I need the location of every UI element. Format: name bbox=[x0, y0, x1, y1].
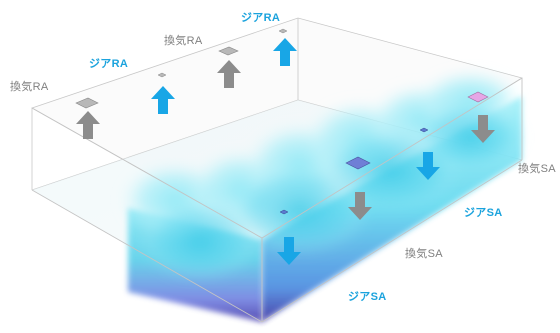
kanki-ra-up-arrow bbox=[76, 111, 100, 139]
diffusers bbox=[75, 28, 489, 215]
jia-ra-label: ジアRA bbox=[241, 12, 281, 24]
kanki-ra-up-arrow bbox=[217, 60, 241, 88]
cloud-puff bbox=[140, 205, 260, 285]
kanki-sa-label: 換気SA bbox=[518, 163, 556, 175]
cloud-puff bbox=[415, 105, 525, 175]
jia-sa-diffuser bbox=[279, 209, 289, 215]
arrows bbox=[76, 38, 495, 265]
jia-sa-down-arrow bbox=[416, 152, 440, 180]
jia-sa-label: ジアSA bbox=[348, 291, 387, 303]
kanki-ra-label: 換気RA bbox=[164, 35, 203, 47]
kanki-sa-diffuser bbox=[345, 156, 371, 170]
kanki-sa-label: 換気SA bbox=[405, 248, 443, 260]
kanki-ra-diffuser bbox=[75, 97, 99, 109]
airflow-cloud bbox=[120, 70, 525, 322]
room-box-front bbox=[31, 77, 523, 323]
jia-ra-label: ジアRA bbox=[89, 58, 129, 70]
jia-ra-up-arrow bbox=[273, 38, 297, 66]
kanki-ra-diffuser bbox=[218, 46, 239, 56]
jia-ra-diffuser bbox=[157, 72, 167, 78]
jia-sa-diffuser bbox=[419, 127, 429, 133]
kanki-sa-down-arrow bbox=[348, 192, 372, 220]
jia-sa-down-arrow bbox=[277, 237, 301, 265]
jia-ra-up-arrow bbox=[151, 86, 175, 114]
jia-sa-label: ジアSA bbox=[464, 207, 503, 219]
kanki-sa-down-arrow bbox=[471, 115, 495, 143]
jia-ra-diffuser bbox=[278, 28, 288, 34]
kanki-sa-diffuser bbox=[467, 91, 489, 103]
kanki-ra-label: 換気RA bbox=[10, 81, 49, 93]
